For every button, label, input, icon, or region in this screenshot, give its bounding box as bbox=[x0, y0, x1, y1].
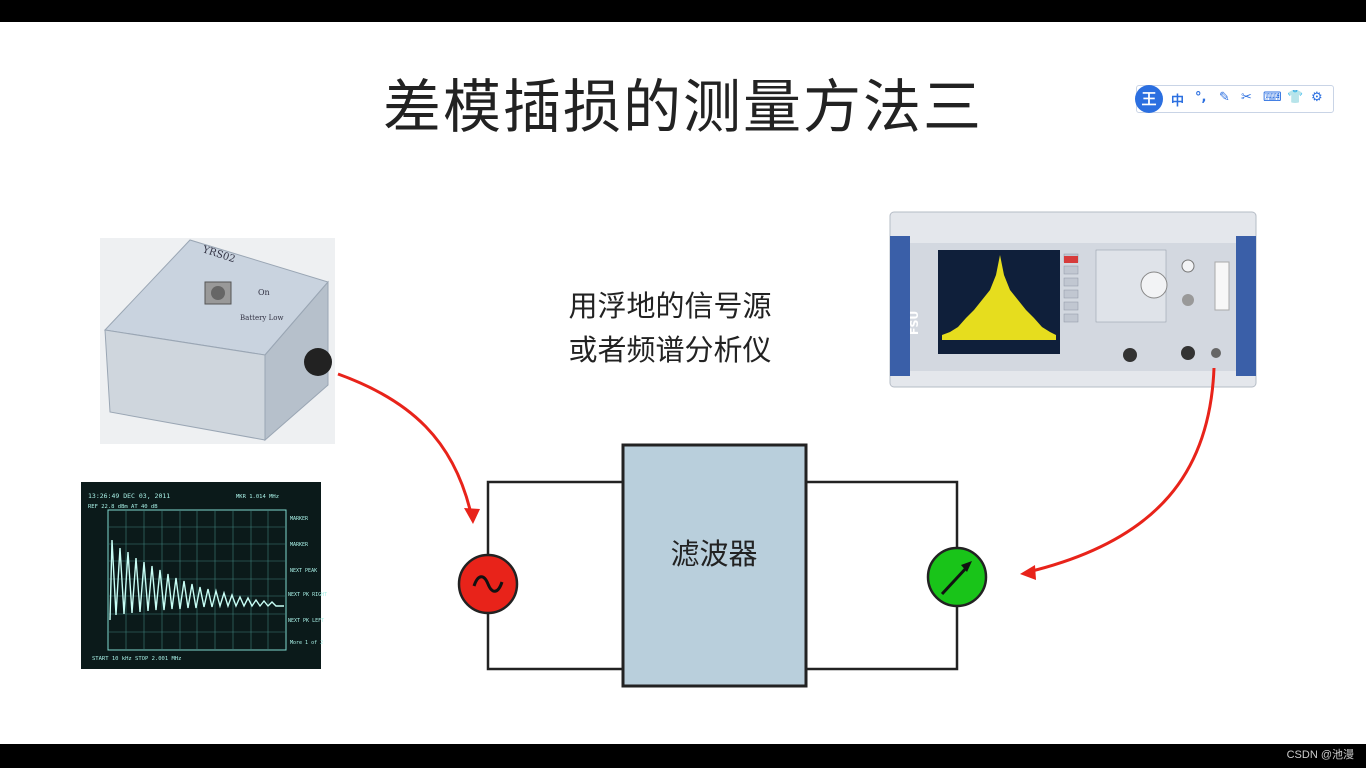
arrow-generator-to-source bbox=[337, 372, 474, 519]
scope-side-label: NEXT PEAK bbox=[290, 568, 317, 574]
scope-screen-photo: 13:26:49 DEC 03, 2011 REF 22.8 dBm AT 40… bbox=[81, 482, 327, 669]
generator-indicator-2: Battery Low bbox=[240, 314, 283, 322]
scope-side-label: NEXT PK LEFT bbox=[288, 618, 324, 624]
analyzer-badge: FSU bbox=[908, 311, 921, 335]
sine-wave-icon bbox=[472, 575, 504, 593]
slide-title: 差模插损的测量方法三 bbox=[382, 73, 983, 141]
caption-line-1: 用浮地的信号源 bbox=[568, 289, 772, 323]
generator-indicator-1: On bbox=[258, 288, 270, 297]
ime-skin-icon[interactable]: 👕 bbox=[1287, 90, 1304, 105]
filter-label: 滤波器 bbox=[670, 537, 757, 571]
generator-photo: YRS02 On Battery Low bbox=[100, 238, 335, 444]
scope-side-label: MARKER bbox=[290, 516, 309, 522]
top-letterbox bbox=[0, 0, 1366, 22]
scope-ref-line: REF 22.8 dBm AT 40 dB bbox=[88, 504, 158, 510]
scope-side-label: MARKER bbox=[290, 542, 309, 548]
scope-footer: START 10 kHz STOP 2.001 MHz bbox=[92, 656, 181, 662]
filter-block bbox=[621, 443, 808, 688]
scope-side-label: NEXT PK RIGHT bbox=[288, 592, 327, 598]
slide-caption: 用浮地的信号源 或者频谱分析仪 bbox=[520, 284, 820, 372]
arrow-analyzer-to-meter bbox=[1027, 367, 1216, 574]
meter-needle-icon bbox=[940, 564, 970, 596]
ime-pen-icon[interactable]: ✎ bbox=[1219, 90, 1230, 105]
watermark: CSDN @池漫 bbox=[1286, 749, 1354, 761]
ime-settings-icon[interactable]: ⚙ bbox=[1311, 90, 1323, 105]
scope-marker-line: MKR 1.014 MHz bbox=[236, 494, 279, 500]
ime-keyboard-icon[interactable]: ⌨ bbox=[1263, 90, 1282, 105]
scope-side-label: More 1 of 2 bbox=[290, 640, 323, 646]
spectrum-analyzer-photo: FSU bbox=[889, 211, 1257, 388]
ime-chinese-mode-icon[interactable]: 中 bbox=[1171, 94, 1185, 109]
ime-scissors-icon[interactable]: ✂ bbox=[1241, 90, 1252, 105]
scope-header: 13:26:49 DEC 03, 2011 bbox=[88, 492, 170, 500]
caption-line-2: 或者频谱分析仪 bbox=[568, 333, 772, 367]
ime-logo-icon[interactable]: 王 bbox=[1135, 85, 1163, 113]
ime-punctuation-icon[interactable]: °, bbox=[1195, 90, 1207, 105]
circuit-wires bbox=[486, 480, 959, 671]
ime-toolbar[interactable]: 王 中 °, ✎ ✂ ⌨ 👕 ⚙ bbox=[1135, 85, 1334, 113]
bottom-letterbox bbox=[0, 744, 1366, 768]
